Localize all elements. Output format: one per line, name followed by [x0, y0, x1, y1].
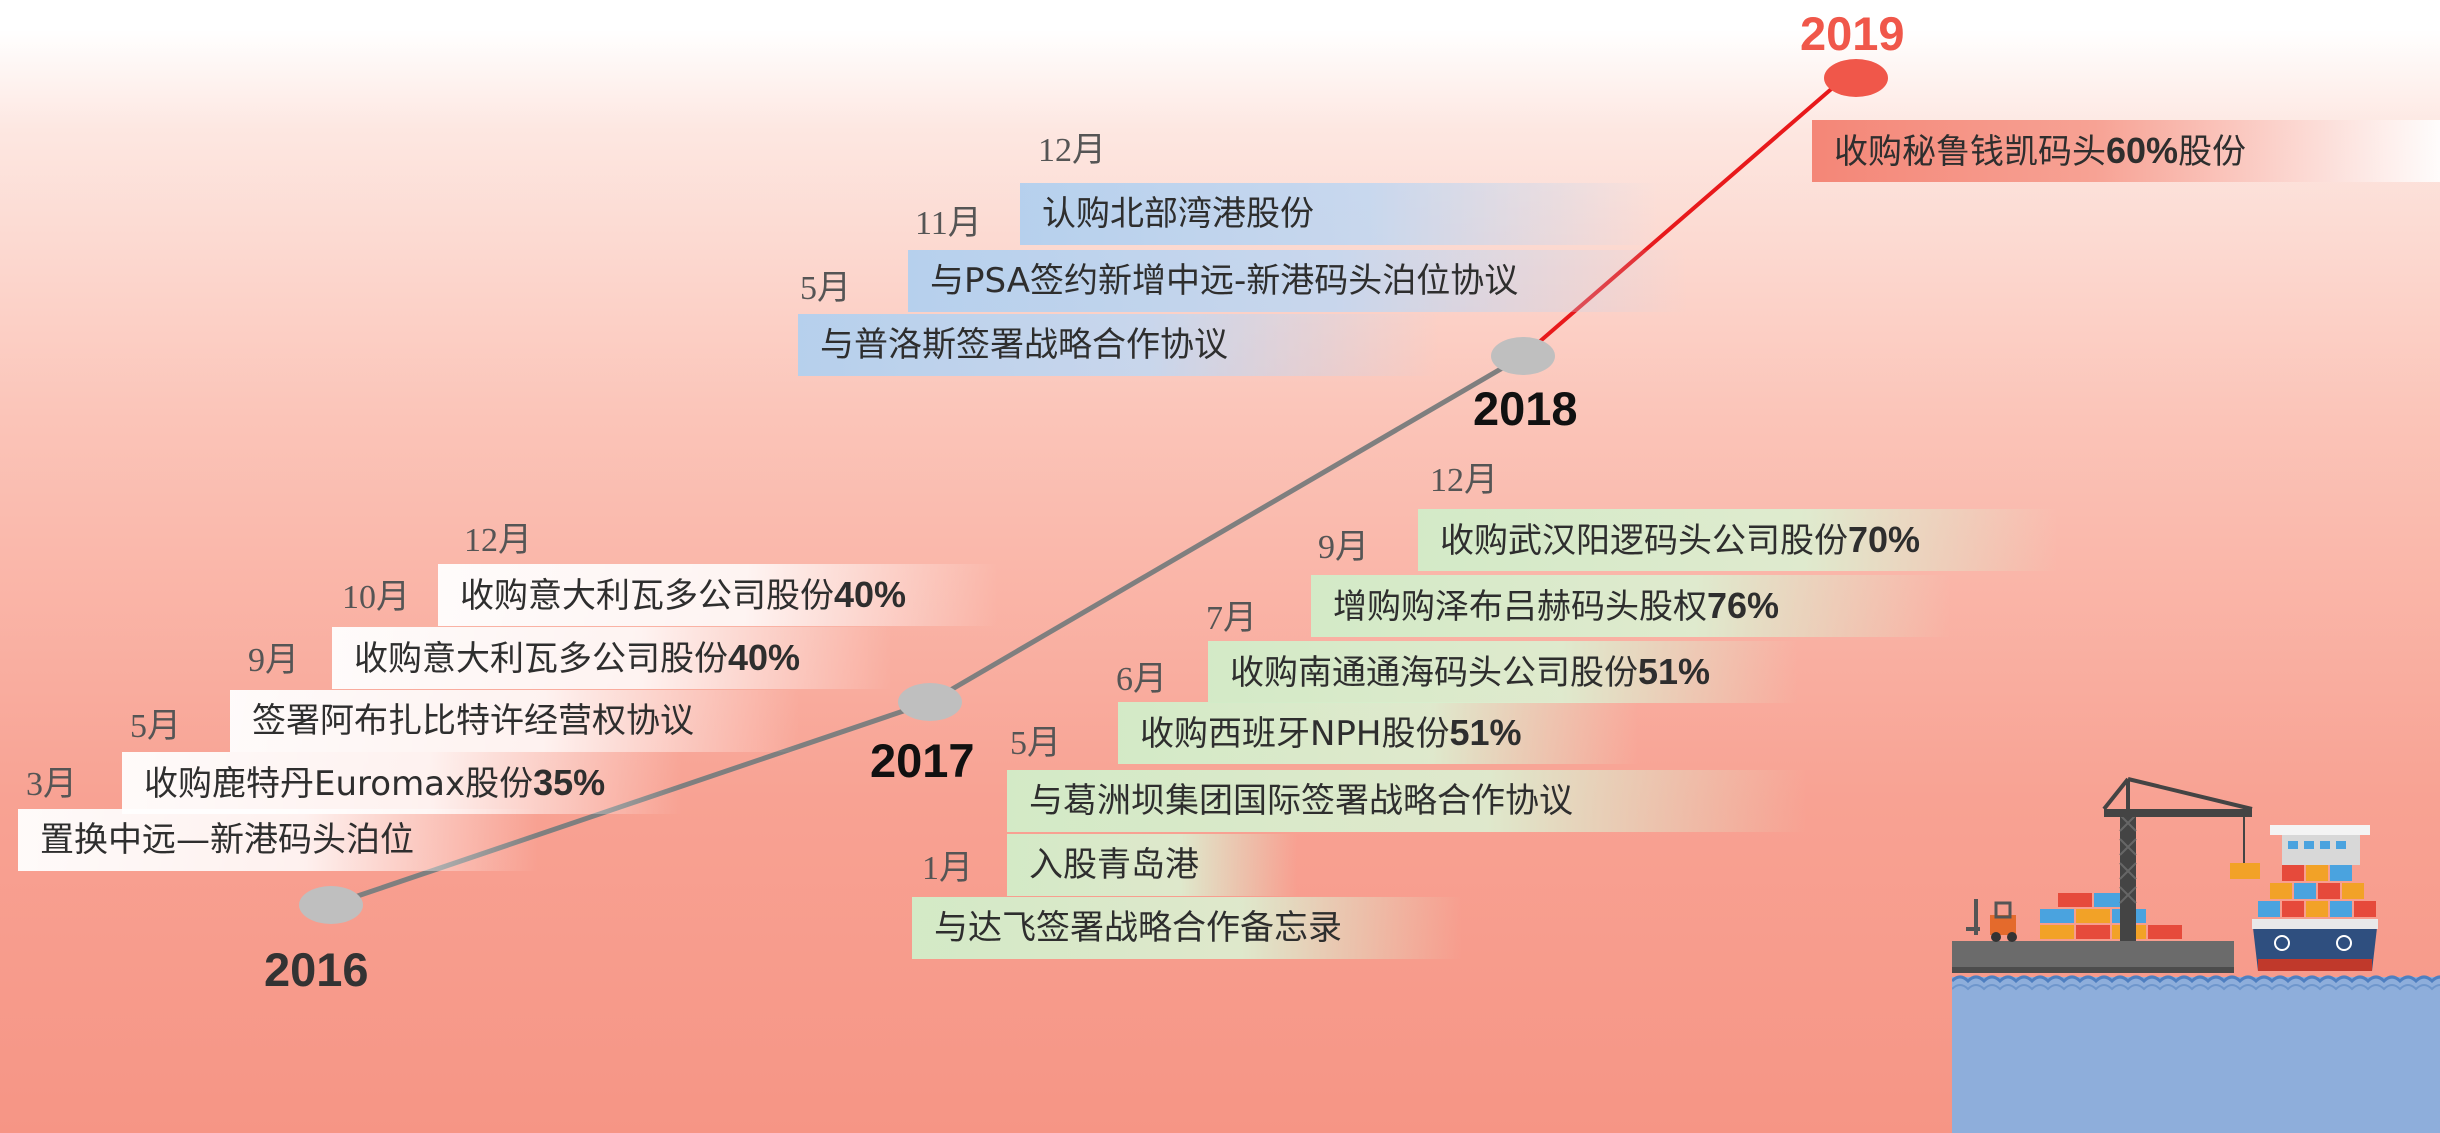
event-box: 与葛洲坝集团国际签署战略合作协议	[1007, 770, 1807, 832]
event-text: 置换中远—新港码头泊位	[40, 820, 414, 860]
event-text: 与葛洲坝集团国际签署战略合作协议	[1029, 781, 1573, 821]
event-month: 6月	[1116, 661, 1167, 698]
event-month: 12月	[464, 522, 532, 559]
container-stack-icon	[2040, 893, 2182, 939]
crane-icon	[2102, 777, 2260, 941]
event-month: 9月	[248, 642, 299, 679]
event-month: 5月	[800, 270, 851, 307]
event-percent: 51%	[1638, 651, 1711, 692]
year-label-2016: 2016	[264, 943, 369, 996]
year-label-2019: 2019	[1800, 7, 1905, 60]
event-box: 与普洛斯签署战略合作协议	[798, 314, 1438, 376]
event-box: 收购南通通海码头公司股份51%	[1208, 641, 1798, 703]
event-text: 收购南通通海码头公司股份	[1230, 653, 1638, 693]
event-box: 收购意大利瓦多公司股份40%	[438, 564, 998, 626]
event-box: 收购秘鲁钱凯码头60%股份	[1812, 120, 2440, 182]
event-month: 10月	[342, 579, 410, 616]
timeline-segment-2017-2018	[928, 353, 1525, 705]
event-text: 收购意大利瓦多公司股份	[354, 639, 728, 679]
event-text: 签署阿布扎比特许经营权协议	[252, 701, 694, 741]
event-percent: 76%	[1707, 585, 1780, 626]
dock-platform	[1952, 941, 2234, 967]
port-illustration	[1952, 777, 2440, 1133]
forklift-icon	[1966, 899, 2017, 942]
event-month: 1月	[922, 850, 973, 887]
event-text: 收购武汉阳逻码头公司股份	[1440, 521, 1848, 561]
event-text: 收购秘鲁钱凯码头	[1834, 132, 2106, 172]
event-box: 置换中远—新港码头泊位	[18, 809, 538, 871]
event-month: 11月	[915, 205, 982, 242]
event-month: 5月	[1010, 725, 1061, 762]
event-text: 认购北部湾港股份	[1042, 194, 1314, 234]
event-month: 9月	[1318, 529, 1369, 566]
event-percent: 40%	[728, 637, 801, 678]
event-text: 收购西班牙NPH股份	[1140, 714, 1450, 754]
event-text: 与达飞签署战略合作备忘录	[934, 908, 1342, 948]
event-box: 收购武汉阳逻码头公司股份70%	[1418, 509, 2058, 571]
node-2018	[1491, 337, 1555, 375]
event-month: 5月	[130, 708, 181, 745]
year-label-2017: 2017	[870, 734, 975, 787]
event-box: 增购购泽布吕赫码头股权76%	[1311, 575, 1951, 637]
event-percent: 70%	[1848, 519, 1921, 560]
event-text: 收购鹿特丹Euromax股份	[144, 764, 534, 804]
cargo-ship-icon	[2252, 825, 2378, 971]
event-text: 收购意大利瓦多公司股份	[460, 576, 834, 616]
event-text-suffix: 股份	[2178, 132, 2247, 172]
event-box: 与达飞签署战略合作备忘录	[912, 897, 1462, 959]
event-percent: 60%	[2106, 130, 2179, 171]
water-waves	[1952, 975, 2440, 1133]
event-box: 签署阿布扎比特许经营权协议	[230, 690, 800, 752]
event-box: 收购西班牙NPH股份51%	[1118, 702, 1638, 764]
node-2019	[1824, 59, 1888, 97]
event-month: 12月	[1430, 462, 1498, 499]
event-month: 12月	[1038, 132, 1106, 169]
event-box: 与PSA签约新增中远-新港码头泊位协议	[908, 250, 1688, 312]
event-percent: 35%	[533, 762, 606, 803]
event-percent: 51%	[1449, 712, 1522, 753]
event-percent: 40%	[834, 574, 907, 615]
event-text: 与普洛斯签署战略合作协议	[820, 325, 1228, 365]
event-text: 增购购泽布吕赫码头股权	[1333, 587, 1707, 627]
event-box: 入股青岛港	[1007, 834, 1297, 896]
event-month: 3月	[26, 766, 77, 803]
year-label-2018: 2018	[1473, 382, 1578, 435]
event-box: 收购意大利瓦多公司股份40%	[332, 627, 892, 689]
event-text: 入股青岛港	[1029, 845, 1199, 885]
event-box: 认购北部湾港股份	[1020, 183, 1660, 245]
event-text: 与PSA签约新增中远-新港码头泊位协议	[930, 261, 1519, 301]
event-box: 收购鹿特丹Euromax股份35%	[122, 752, 682, 814]
node-2017	[898, 683, 962, 721]
event-month: 7月	[1206, 600, 1257, 637]
node-2016	[299, 886, 363, 924]
